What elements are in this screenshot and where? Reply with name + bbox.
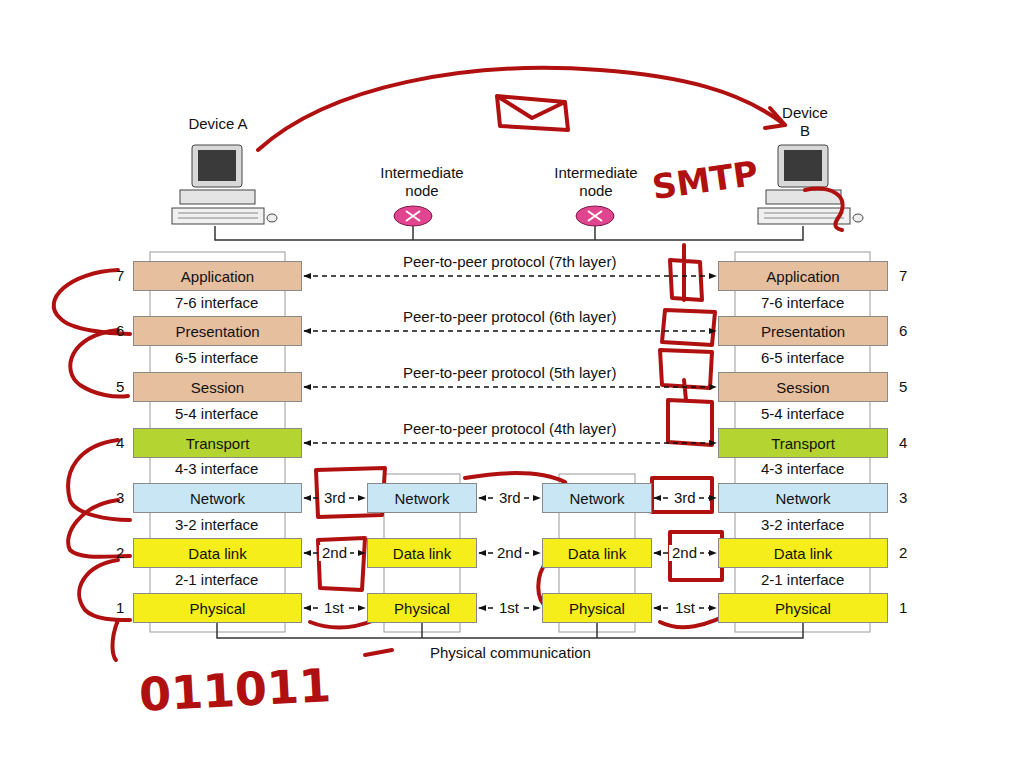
layer-name: Physical [190,600,246,617]
interface-label: 5-4 interface [761,405,844,423]
computer-icon [758,145,863,224]
layer-number: 7 [899,267,907,285]
layer-name: Data link [393,545,451,562]
layer-box: Physical [367,593,477,623]
layer-box: Data link [133,538,302,568]
layer-number: 2 [899,544,907,562]
node-caption: Intermediate node [541,164,651,200]
layer-name: Physical [569,600,625,617]
layer-name: Physical [394,600,450,617]
interface-label: 6-5 interface [761,349,844,367]
interface-label: 4-3 interface [761,460,844,478]
edge-label: 3rd [321,490,349,506]
layer-box: Presentation [133,316,302,346]
interface-label: 6-5 interface [175,349,258,367]
network-wire [215,226,803,240]
layer-box: Data link [367,538,477,568]
edge-label: Peer-to-peer protocol (6th layer) [400,309,619,325]
layer-number: 1 [899,599,907,617]
layer-name: Transport [771,435,835,452]
layer-number: 3 [116,489,124,507]
peer-arrow [304,330,716,331]
layer-name: Data link [568,545,626,562]
layer-box: Session [133,372,302,402]
layer-name: Application [181,268,254,285]
layer-box: Transport [718,428,888,458]
handwritten-note: SMTP [650,153,761,208]
peer-arrow [304,275,716,276]
hand-annotation [54,68,843,660]
interface-label: 3-2 interface [175,516,258,534]
layer-name: Network [775,490,830,507]
edge-label: 2nd [669,545,700,561]
layer-number: 7 [116,267,124,285]
layer-box: Data link [542,538,652,568]
layer-box: Physical [542,593,652,623]
layer-name: Transport [186,435,250,452]
layer-name: Presentation [761,323,845,340]
layer-name: Data link [188,545,246,562]
edge-label: 1st [321,600,347,616]
layer-box: Transport [133,428,302,458]
layer-name: Application [766,268,839,285]
layer-box: Physical [718,593,888,623]
edge-label: 1st [496,600,522,616]
edge-label: 1st [672,600,698,616]
stack-frame [559,474,635,632]
layer-name: Network [394,490,449,507]
peer-arrow [304,386,716,387]
layer-name: Presentation [175,323,259,340]
layer-number: 4 [116,434,124,452]
edge-label: 3rd [496,490,524,506]
layer-name: Session [776,379,829,396]
interface-label: 4-3 interface [175,460,258,478]
interface-label: 3-2 interface [761,516,844,534]
layer-name: Network [569,490,624,507]
layer-box: Network [133,483,302,513]
stack-frame [384,474,460,632]
layer-box: Network [367,483,477,513]
node-caption: Intermediate node [367,164,477,200]
interface-label: 7-6 interface [761,294,844,312]
layer-box: Physical [133,593,302,623]
layer-name: Network [190,490,245,507]
layer-box: Data link [718,538,888,568]
interface-label: 2-1 interface [761,571,844,589]
layer-number: 3 [899,489,907,507]
layer-number: 6 [899,322,907,340]
layer-number: 4 [899,434,907,452]
layer-name: Session [191,379,244,396]
layer-number: 1 [116,599,124,617]
layer-box: Presentation [718,316,888,346]
device-label: Device B [775,104,835,140]
peer-arrow [304,442,716,443]
layer-number: 5 [899,378,907,396]
interface-label: 2-1 interface [175,571,258,589]
layer-number: 6 [116,322,124,340]
caption-label: Physical communication [430,644,591,662]
physical-wire [217,623,803,638]
layer-name: Physical [775,600,831,617]
layer-name: Data link [774,545,832,562]
device-label: Device A [188,115,248,133]
layer-box: Application [133,261,302,291]
interface-label: 7-6 interface [175,294,258,312]
edge-label: 2nd [319,545,350,561]
layer-box: Network [542,483,652,513]
computer-icon [172,145,277,224]
edge-label: 3rd [671,490,699,506]
edge-label: 2nd [494,545,525,561]
router-symbol [394,206,614,226]
layer-box: Application [718,261,888,291]
layer-number: 2 [116,544,124,562]
layer-number: 5 [116,378,124,396]
edge-label: Peer-to-peer protocol (7th layer) [400,254,619,270]
handwritten-note: 011011 [138,658,333,723]
layer-box: Session [718,372,888,402]
interface-label: 5-4 interface [175,405,258,423]
edge-label: Peer-to-peer protocol (4th layer) [400,421,619,437]
edge-label: Peer-to-peer protocol (5th layer) [400,365,619,381]
layer-box: Network [718,483,888,513]
